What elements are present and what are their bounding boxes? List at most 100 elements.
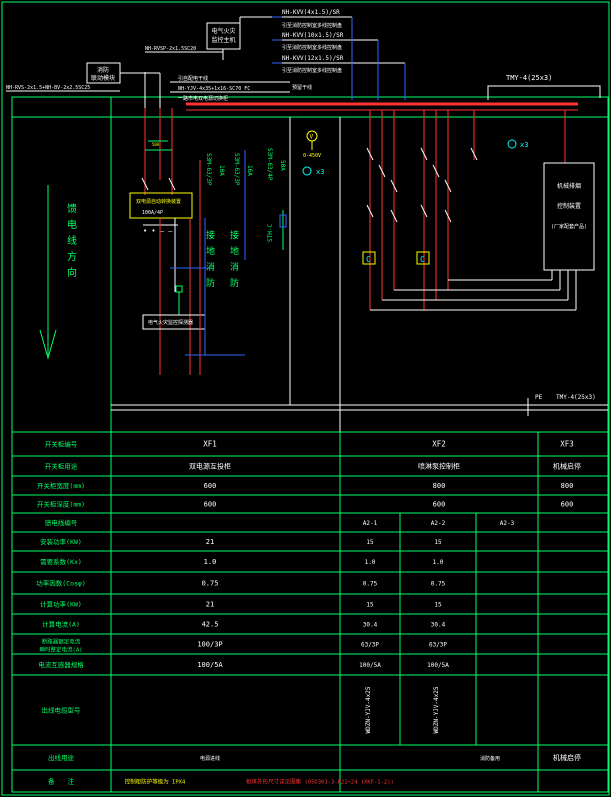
row-label: 备 注 — [48, 777, 75, 786]
main-frame — [11, 96, 609, 793]
reserve-2-c4: 防 — [230, 277, 239, 289]
feeder-id: A2-1 — [363, 520, 378, 527]
reserve-1-c3: 消 — [206, 261, 215, 273]
xf3-use: 机械启停 — [553, 462, 581, 471]
breaker-1-amp: 10A — [218, 165, 225, 176]
xf3-depth: 600 — [561, 501, 574, 509]
meter-count: x3 — [316, 168, 324, 176]
ammeter-right-icon — [507, 139, 517, 149]
cable-label-2: NH-KVV(10x1.5)/SR — [282, 32, 344, 39]
xf1-outlet-use: 电源进线 — [200, 755, 220, 762]
feeder-cable: WDZN-YJV-4x25 — [433, 686, 440, 733]
reserve-2-c1: 接 — [230, 229, 239, 241]
feeder-id: A2-3 — [500, 520, 515, 527]
cable-note-2: 引至消防控制室多线控制盘 — [282, 44, 342, 51]
row-label: 断路器额定电流 — [42, 638, 81, 646]
direction-char-1: 馈 — [67, 202, 77, 215]
feeder-breaker: 63/3P — [361, 642, 379, 649]
incoming-note: 预留干线 — [292, 84, 312, 91]
reserve-1-c2: 地 — [206, 245, 215, 257]
reserve-1-c1: 接 — [206, 229, 215, 241]
xf1-power: 21 — [206, 538, 214, 546]
breaker-1-label: S3M-63/3P — [205, 153, 212, 186]
reserve-2-c2: 地 — [230, 245, 239, 257]
row-label: 开关柜编号 — [45, 440, 78, 449]
feeder-cos: 0.75 — [363, 581, 378, 588]
row-label: 出线电缆型号 — [42, 706, 82, 715]
control-device-label-3: (厂家配套产品) — [551, 223, 587, 230]
row-label: 计算功率(KW) — [40, 600, 82, 609]
feeder-breaker: 63/3P — [429, 642, 447, 649]
direction-arrow-head — [39, 329, 57, 360]
xf1-kx: 1.0 — [204, 558, 217, 566]
fire-monitor-label: 电气火灾监控探测器 — [148, 319, 193, 326]
svg-text:V: V — [310, 134, 314, 141]
xf3-code: XF3 — [560, 440, 574, 449]
feeder-ct: 100/5A — [359, 662, 381, 669]
xf1-calc-kw: 21 — [206, 601, 214, 609]
feeder-calc-kw: 15 — [434, 602, 442, 609]
xf2-code: XF2 — [432, 440, 446, 449]
feeder-cable: WDZN-YJV-4x25 — [365, 686, 372, 733]
xf2-note: 柜体外形尺寸详见图集 (05D303-3-P21~24 (XKF-1-2)) — [246, 778, 394, 786]
xf1-note: 控制柜防护等级为 IPX4 — [125, 778, 186, 786]
left-box-label-1: 消防 — [97, 66, 109, 74]
svg-text:• • — —: • • — — — [143, 227, 173, 235]
row-label: 需要系数(Kx) — [40, 557, 82, 566]
contactor-2-label: C — [420, 255, 425, 264]
feeder-ct: 100/5A — [427, 662, 449, 669]
row-label: 开关柜深度(mm) — [37, 500, 85, 509]
xf1-use: 双电源互投柜 — [189, 462, 231, 471]
table-row-lines — [12, 431, 608, 793]
control-device-label-1: 机械排烟 — [557, 182, 581, 190]
row-label: 馈电线编号 — [45, 518, 78, 527]
feeder-calc-a: 30.4 — [363, 622, 378, 629]
control-device-label-2: 控制装置 — [557, 202, 581, 210]
xf1-ct: 100/5A — [197, 661, 223, 669]
row-label: 安装功率(KW) — [40, 537, 82, 546]
incoming-label-1: 引自配电干线 — [178, 75, 208, 82]
bus-label: TMY-4(25x3) — [506, 74, 552, 82]
meter-count-right: x3 — [520, 141, 528, 149]
row-label: 开关柜用途 — [45, 462, 78, 471]
xf3-width: 800 — [561, 482, 574, 490]
xf1-calc-a: 42.5 — [202, 621, 219, 629]
pump-circuit-2 — [423, 110, 449, 310]
row-label: 开关柜宽度(mm) — [37, 481, 85, 490]
left-cable-label: NH-RVS-2x1.5+NH-BV-2x2.5SC25 — [6, 85, 90, 91]
feeder-id: A2-2 — [431, 520, 446, 527]
svg-text:50A: 50A — [152, 142, 160, 147]
reserve-1-c4: 防 — [206, 277, 215, 289]
feeder-calc-a: 30.4 — [431, 622, 446, 629]
contactor-2 — [416, 251, 430, 265]
xf1-cos: 0.75 — [202, 580, 219, 588]
feeder-power: 15 — [366, 539, 374, 546]
cable-label-1: NH-KVV(4x1.5)/SR — [282, 9, 340, 16]
xf2-width: 800 — [433, 482, 446, 490]
feeder-power: 15 — [434, 539, 442, 546]
direction-char-4: 方 — [67, 250, 77, 263]
feeder-cos: 0.75 — [431, 581, 446, 588]
ats-box — [129, 192, 193, 219]
incoming-label-2: NH-YJV-4x35+1x16-SC70 FC — [178, 86, 250, 92]
breaker-2-amp: 16A — [246, 165, 253, 176]
ats-rating: 100A/4P — [142, 210, 163, 216]
row-label: 计算电流(A) — [42, 620, 80, 629]
xf1-code: XF1 — [203, 440, 217, 449]
ats-label: 双电源自动转换装置 — [136, 198, 181, 205]
cable-label-3: NH-KVV(12x1.5)/SR — [282, 55, 344, 62]
xf2-outlet-use: 消防备用 — [480, 755, 500, 762]
feeder-kx: 1.0 — [365, 559, 376, 566]
direction-char-3: 线 — [67, 234, 77, 247]
left-box-label-2: 联动模块 — [91, 74, 115, 82]
xf1-breaker: 100/3P — [197, 641, 222, 649]
xf3-outlet-use: 机械启停 — [553, 753, 581, 762]
breaker-3-label: S3M-63/4P — [266, 148, 273, 181]
xf1-width: 600 — [204, 482, 217, 490]
supply-cable-label: NH-RVSP-2x1.5SC20 — [145, 46, 196, 52]
xf2-use: 喷淋泵控制柜 — [418, 462, 460, 471]
